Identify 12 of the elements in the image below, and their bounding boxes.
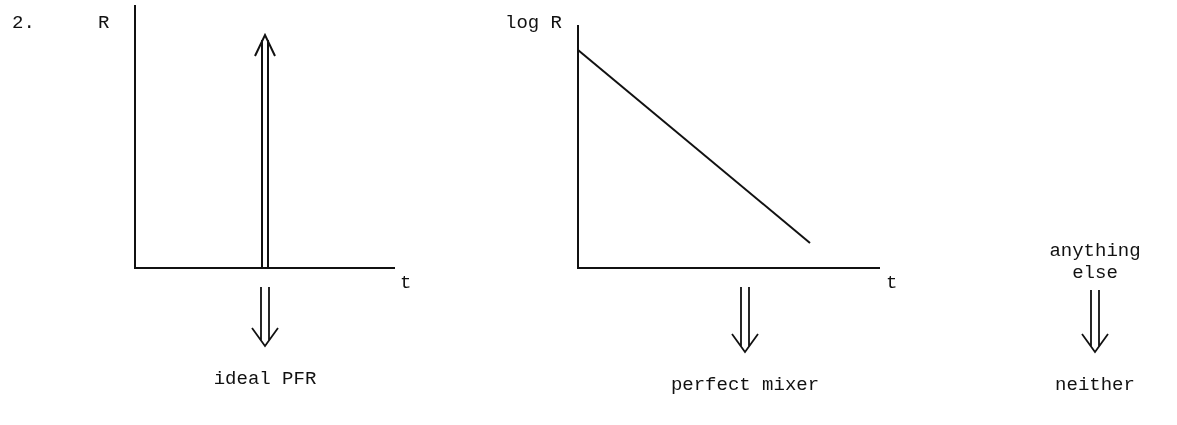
- axis-label: t: [886, 272, 898, 294]
- double-arrow: [731, 286, 759, 354]
- axis-label: t: [400, 272, 412, 294]
- axis-label: log R: [505, 12, 562, 34]
- axis-label: R: [98, 12, 110, 34]
- double-arrow: [1081, 289, 1109, 354]
- outcome-text: perfect mixer: [655, 374, 835, 398]
- double-arrow: [251, 286, 279, 348]
- figure-number: 2.: [12, 12, 35, 34]
- condition-text: anything else: [1030, 240, 1160, 286]
- outcome-text: neither: [1045, 374, 1145, 398]
- outcome-text: ideal PFR: [185, 368, 345, 392]
